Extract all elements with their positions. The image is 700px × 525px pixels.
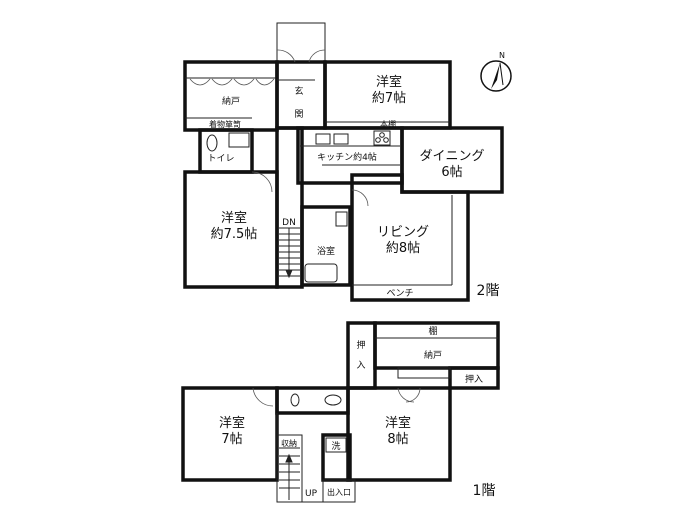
staircase-2f: [279, 227, 300, 279]
floor-1-label: 1階: [473, 483, 496, 499]
label-laundry: 洗: [331, 440, 340, 452]
label-storage-2f: 納戸: [222, 95, 240, 107]
room-living: [350, 173, 470, 302]
room-toilet-wash-1f: [275, 386, 350, 415]
label-bookshelf: 本棚: [380, 119, 396, 129]
label-bath: 浴室: [317, 245, 335, 257]
label-doorway: 出入口: [327, 487, 351, 497]
room-bath: [300, 205, 352, 287]
label-entrance-2: 関: [294, 109, 303, 120]
north-compass-icon: N: [480, 51, 512, 92]
label-western-8-1f-size: 8帖: [387, 432, 408, 447]
label-western-7-size: 約7帖: [372, 91, 406, 106]
label-closet-left-2: 入: [356, 360, 365, 371]
label-western-75-name: 洋室: [221, 210, 247, 226]
label-western-75-size: 約7.5帖: [211, 227, 258, 242]
porch: [276, 22, 326, 63]
label-bench: ベンチ: [386, 288, 413, 299]
floor-1-plan: 押 入 棚 納戸 押入 洋室 7帖 洋室 8帖 収納 洗 UP 出入口 1階: [181, 321, 500, 503]
floor-2-label: 2階: [477, 283, 500, 299]
label-dining-name: ダイニング: [419, 149, 484, 164]
compass-north-label: N: [499, 51, 505, 60]
label-living-size: 約8帖: [386, 241, 420, 256]
label-kitchen: キッチン約4帖: [317, 151, 377, 163]
label-stairs-down: DN: [282, 218, 296, 228]
doorway: [322, 479, 356, 503]
label-closet-left-1: 押: [356, 339, 365, 351]
label-western-8-1f-name: 洋室: [385, 415, 411, 431]
label-closet-right: 押入: [465, 373, 483, 385]
room-closet-left: [346, 321, 377, 390]
label-shelf: 棚: [428, 325, 437, 337]
staircase-1f: [276, 434, 303, 503]
label-western-7-1f-name: 洋室: [219, 415, 245, 431]
label-western-7-name: 洋室: [376, 74, 402, 90]
label-entrance-1: 玄: [294, 85, 303, 97]
label-storage-1f: 納戸: [424, 349, 442, 361]
floor-2-plan: 納戸 着物箪笥 トイレ 洋室 約7.5帖 玄 関 洋室 約7帖 本棚 キッチン約…: [183, 22, 504, 302]
label-stairs-up: UP: [305, 489, 318, 499]
label-western-7-1f-size: 7帖: [221, 432, 242, 447]
label-kimono-chest: 着物箪笥: [209, 119, 241, 129]
room-toilet-2f: [198, 128, 254, 174]
label-dining-size: 6帖: [441, 165, 462, 180]
label-toilet-2f: トイレ: [207, 154, 234, 164]
label-living-name: リビング: [377, 225, 429, 240]
label-storage-small: 収納: [281, 438, 297, 448]
